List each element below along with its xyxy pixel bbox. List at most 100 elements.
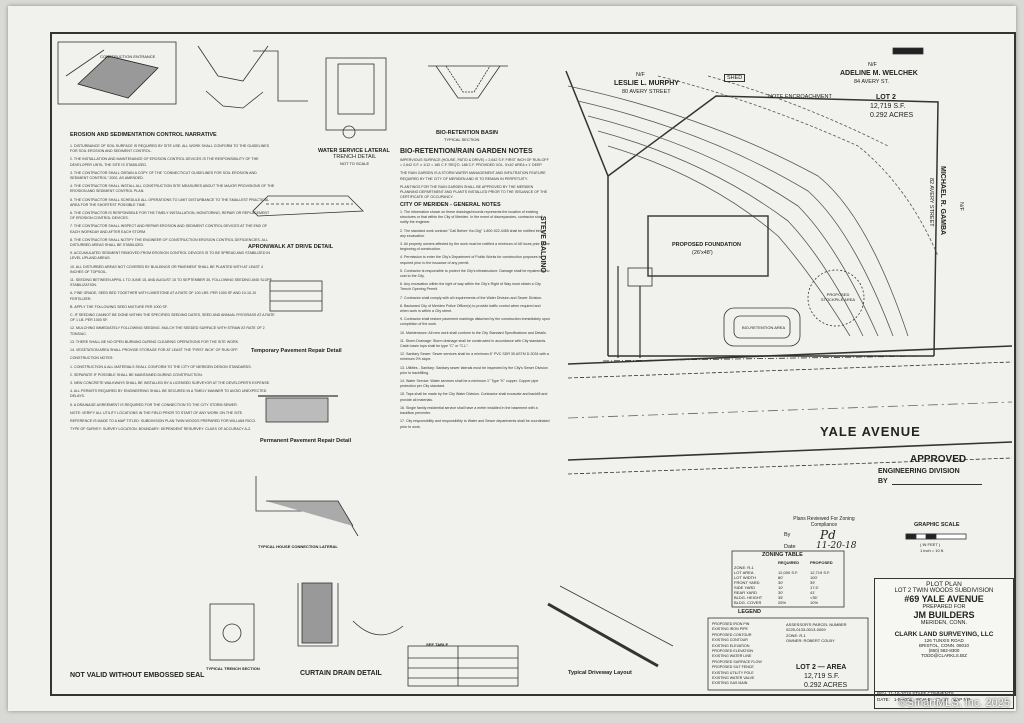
engineering-by: BY xyxy=(878,478,888,485)
legend-item: PROPOSED CONTOUR xyxy=(712,632,752,637)
area-box-acres: 0.292 ACRES xyxy=(804,682,848,689)
engineering-label: ENGINEERING DIVISION xyxy=(878,468,960,475)
retention-label: BIO-RETENTION AREA xyxy=(742,325,786,330)
plans-reviewed-text: Plans Reviewed For Zoning Compliance xyxy=(793,516,855,528)
plan-title: PLOT PLAN xyxy=(926,581,962,588)
construction-entrance-detail xyxy=(57,41,177,105)
parcel-zone: ZONE: R-1 xyxy=(786,632,806,638)
engineering-signature-line xyxy=(892,484,982,485)
reviewed-by-label: By xyxy=(784,532,791,538)
owner4-name: STEVE BALDINO xyxy=(539,216,546,273)
water-service-nts: NOT TO SCALE xyxy=(340,161,370,166)
perm-pavement-title: Permanent Pavement Repair Detail xyxy=(260,438,352,444)
date-scale-row: DATE: 1-8-2018 SCALE: 1"=10' MAP NO. xyxy=(877,697,972,702)
plan-sheet: EROSION AND SEDIMENTATION CONTROL NARRAT… xyxy=(8,6,1016,711)
city-notes-title: CITY OF MERIDEN - GENERAL NOTES xyxy=(400,202,501,208)
legend-item: EXISTING ELEVATION xyxy=(712,643,750,648)
area-box-sf: 12,719 S.F. xyxy=(804,673,840,680)
city-table-title: SEE TABLE xyxy=(426,642,449,647)
legend-item: PROPOSED SURFACE FLOW xyxy=(712,659,762,664)
stockpile-area xyxy=(807,269,865,327)
trench-section-title: TYPICAL TRENCH SECTION xyxy=(206,666,260,671)
bio-retention-area xyxy=(723,307,801,347)
title-block: PLOT PLAN LOT 2 TWIN WOODS SUBDIVISION #… xyxy=(874,578,1014,692)
legend-item: PROPOSED IRON PIN xyxy=(712,622,750,626)
linework xyxy=(57,41,1013,691)
proposed-foundation xyxy=(647,215,769,277)
lot-name: LOT 2 xyxy=(876,94,896,101)
owner2-address: 84 AVERY ST. xyxy=(854,79,889,85)
legend-item: EXISTING WATER VALVE xyxy=(712,676,755,681)
owner1-name: LESLIE L. MURPHY xyxy=(614,80,679,87)
owner2-nf: N/F xyxy=(868,62,877,68)
graphic-scale-title: GRAPHIC SCALE xyxy=(914,522,960,528)
parcel-info: ASSESSOR'S PARCEL NUMBER 0225-0133-0013-… xyxy=(786,622,866,644)
apron-detail-title: APRON/WALK AT DRIVE DETAIL xyxy=(248,244,334,250)
reviewed-date-value: 11-20-18 xyxy=(816,541,857,551)
plan-subdivision: LOT 2 TWIN WOODS SUBDIVISION xyxy=(894,588,994,594)
owner2-name: ADELINE M. WELCHEK xyxy=(840,70,918,77)
lot-line-north xyxy=(607,95,939,357)
revision-block: REV. 11-16-2018 STAFF COMMENTS DATE: 1-8… xyxy=(874,690,1014,709)
graphic-scale-ratio: 1 inch = 10 ft. xyxy=(920,548,945,553)
not-valid-notice: NOT VALID WITHOUT EMBOSSED SEAL xyxy=(70,672,205,679)
plan-city: MERIDEN, CONN. xyxy=(920,620,968,626)
lot-area-sf: 12,719 S.F. xyxy=(870,103,906,110)
city-notes: 1. The information shown on these drawin… xyxy=(400,210,550,429)
legend-item: EXISTING GAS MAIN xyxy=(712,681,748,686)
typical-driveway-title: Typical Driveway Layout xyxy=(568,670,632,676)
legend-item: EXISTING CONTOUR xyxy=(712,638,748,643)
owner3-name: MICHAEL R. GAMBA xyxy=(939,166,946,236)
plan-scale: 1"=10' xyxy=(935,697,949,702)
foundation-size: (26'x48') xyxy=(692,250,713,256)
encroachment-note: NOTE ENCROACHMENT xyxy=(768,94,832,100)
approved-label: APPROVED xyxy=(910,454,967,465)
zoning-row: ZONE: R-1 xyxy=(734,565,754,570)
plan-prepared-for: PREPARED FOR xyxy=(922,604,966,610)
legend-list: PROPOSED IRON PIN EXISTING IRON PIPE PRO… xyxy=(712,622,782,687)
owner3-address: 82 AVERY STREET xyxy=(928,178,934,227)
construction-entrance-label: CONSTRUCTION ENTRANCE xyxy=(100,54,156,59)
plan-client: JM BUILDERS xyxy=(913,610,975,620)
erosion-notes: 1. DISTURBANCE OF SOIL SURFACE IS REQUIR… xyxy=(70,144,275,432)
foundation-label: PROPOSED FOUNDATION xyxy=(672,242,741,248)
owner3-nf: N/F xyxy=(958,202,964,211)
bio-basin-title: BIO-RETENTION BASIN xyxy=(436,130,499,136)
street-label: YALE AVENUE xyxy=(820,424,921,439)
bio-basin-subtitle: TYPICAL SECTION xyxy=(444,137,480,142)
lot-line-west xyxy=(565,70,609,356)
legend-item: PROPOSED SILT FENCE xyxy=(712,665,754,670)
parcel-assessor: ASSESSOR'S PARCEL NUMBER xyxy=(786,622,847,627)
revision-note: REV. 11-16-2018 STAFF COMMENTS xyxy=(877,691,954,696)
legend-item: PROPOSED ELEVATION xyxy=(712,649,754,654)
temp-pavement-title: Temporary Pavement Repair Detail xyxy=(251,348,342,354)
zoning-review-stamp: Plans Reviewed For Zoning Compliance By … xyxy=(778,516,874,554)
area-box-title: LOT 2 — AREA xyxy=(796,664,847,671)
curtain-drain-title: CURTAIN DRAIN DETAIL xyxy=(300,670,382,677)
surveyor-address1: 126 TUNXIS ROAD xyxy=(924,638,964,643)
stockpile-label: PROPOSED STOCKPILE AREA xyxy=(820,292,856,302)
surveyor-email: TODD@CLARKLS.BIZ xyxy=(921,653,967,658)
parcel-number: 0225-0133-0013-0009 xyxy=(786,627,826,633)
legend-item: EXISTING WATER LINE xyxy=(712,654,752,659)
drawing-border xyxy=(50,32,1016,696)
plan-address: #69 YALE AVENUE xyxy=(904,594,984,604)
legend-item: EXISTING IRON PIPE xyxy=(712,627,748,632)
water-service-title: WATER SERVICE LATERAL xyxy=(318,148,390,154)
zoning-header: REQUIRED PROPOSED xyxy=(778,560,833,565)
lot-area-acres: 0.292 ACRES xyxy=(870,112,914,119)
reviewed-date-label: Date xyxy=(784,544,796,550)
surveyor-address2: BRISTOL, CONN. 06010 xyxy=(919,643,969,648)
surveyor-phone: (860) 582-8300 xyxy=(928,648,960,653)
reviewed-by-value: Pd xyxy=(820,528,836,542)
house-connection-title: TYPICAL HOUSE CONNECTION LATERAL xyxy=(258,544,338,549)
legend-item: EXISTING UTILITY POLE xyxy=(712,670,754,675)
shed-label: SHED xyxy=(724,74,746,82)
